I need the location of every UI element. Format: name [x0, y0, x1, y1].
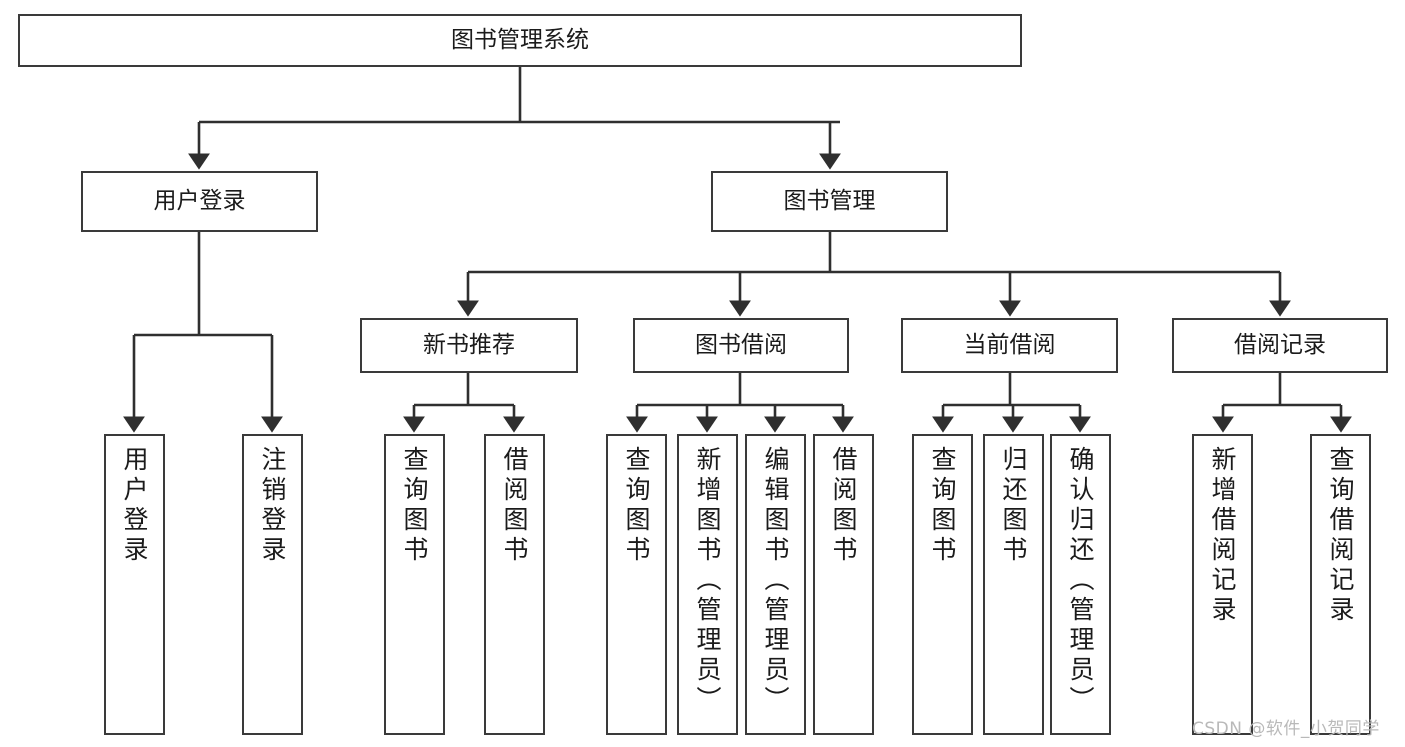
leaf-confirm-return[interactable]: 确认归还（管理员） — [1050, 434, 1111, 735]
node-label: 查询图书 — [622, 446, 651, 566]
node-label: 借阅记录 — [1234, 331, 1326, 358]
leaf-return-book[interactable]: 归还图书 — [983, 434, 1044, 735]
node-label: 新书推荐 — [423, 331, 515, 358]
node-label: 当前借阅 — [963, 331, 1056, 358]
node-label: 归还图书 — [999, 446, 1028, 566]
node-label: 图书管理 — [783, 187, 876, 214]
node-book-management[interactable]: 图书管理 — [711, 171, 948, 232]
node-label: 查询图书 — [928, 446, 957, 566]
node-label: 查询借阅记录 — [1326, 446, 1355, 626]
node-label: 新增借阅记录 — [1208, 446, 1237, 626]
node-current-borrow[interactable]: 当前借阅 — [901, 318, 1118, 373]
node-root-system[interactable]: 图书管理系统 — [18, 14, 1022, 67]
leaf-borrow-book-recommend[interactable]: 借阅图书 — [484, 434, 545, 735]
leaf-query-book-borrow[interactable]: 查询图书 — [606, 434, 667, 735]
node-book-borrow[interactable]: 图书借阅 — [633, 318, 849, 373]
node-borrow-record[interactable]: 借阅记录 — [1172, 318, 1388, 373]
leaf-logout-login[interactable]: 注销登录 — [242, 434, 303, 735]
node-label: 图书管理系统 — [451, 26, 589, 53]
node-label: 借阅图书 — [500, 446, 529, 566]
node-label: 查询图书 — [400, 446, 429, 566]
leaf-query-borrow-record[interactable]: 查询借阅记录 — [1310, 434, 1371, 735]
node-new-book-recommend[interactable]: 新书推荐 — [360, 318, 578, 373]
leaf-add-borrow-record[interactable]: 新增借阅记录 — [1192, 434, 1253, 735]
node-label: 新增图书（管理员） — [693, 446, 722, 716]
node-label: 图书借阅 — [695, 331, 787, 358]
leaf-add-book[interactable]: 新增图书（管理员） — [677, 434, 738, 735]
node-label: 借阅图书 — [829, 446, 858, 566]
node-label: 用户登录 — [120, 446, 149, 566]
node-label: 用户登录 — [153, 187, 246, 214]
node-label: 确认归还（管理员） — [1066, 446, 1095, 716]
leaf-query-book-current[interactable]: 查询图书 — [912, 434, 973, 735]
node-user-login[interactable]: 用户登录 — [81, 171, 318, 232]
watermark-text: CSDN @软件_小贺同学 — [1192, 719, 1380, 739]
leaf-edit-book[interactable]: 编辑图书（管理员） — [745, 434, 806, 735]
leaf-query-book-recommend[interactable]: 查询图书 — [384, 434, 445, 735]
leaf-borrow-book[interactable]: 借阅图书 — [813, 434, 874, 735]
node-label: 注销登录 — [258, 446, 287, 566]
node-label: 编辑图书（管理员） — [761, 446, 790, 716]
leaf-user-login[interactable]: 用户登录 — [104, 434, 165, 735]
